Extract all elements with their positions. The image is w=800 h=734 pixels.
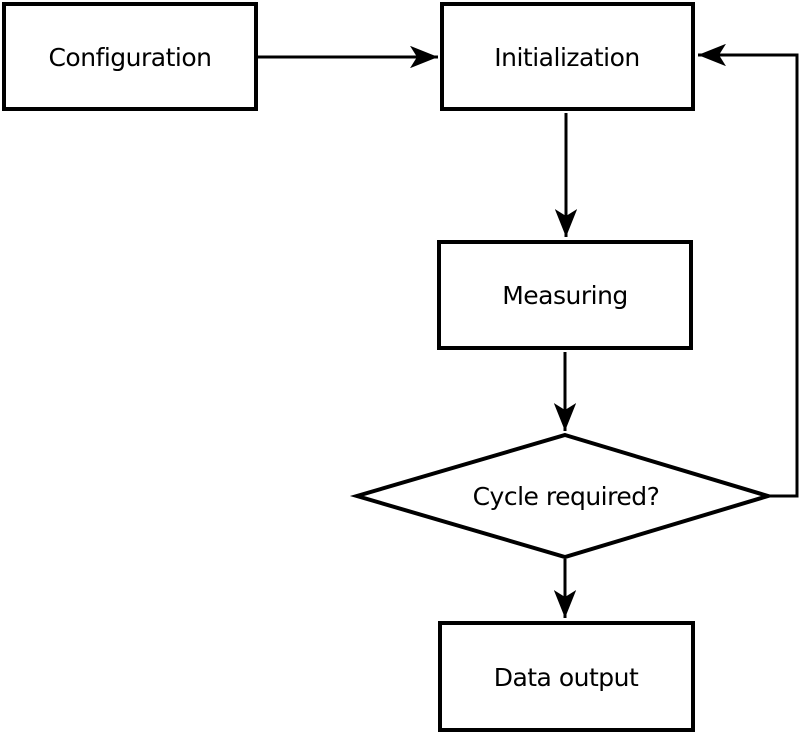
initialization-box bbox=[440, 2, 695, 111]
node-cycle-required: Cycle required? bbox=[349, 432, 775, 560]
configuration-box bbox=[2, 2, 258, 111]
node-configuration: Configuration bbox=[2, 2, 258, 111]
measuring-box bbox=[437, 240, 693, 350]
measuring-label: Measuring bbox=[502, 281, 628, 310]
cycle-required-diamond bbox=[349, 432, 775, 560]
node-data-output: Data output bbox=[438, 621, 695, 732]
edge-cycle-required-loop-to-initialization bbox=[698, 43, 799, 498]
data-output-label: Data output bbox=[494, 663, 639, 692]
node-initialization: Initialization bbox=[440, 2, 695, 111]
initialization-label: Initialization bbox=[494, 43, 639, 72]
cycle-required-label: Cycle required? bbox=[473, 482, 660, 511]
configuration-label: Configuration bbox=[48, 43, 211, 72]
node-measuring: Measuring bbox=[437, 240, 693, 350]
data-output-box bbox=[438, 621, 695, 732]
